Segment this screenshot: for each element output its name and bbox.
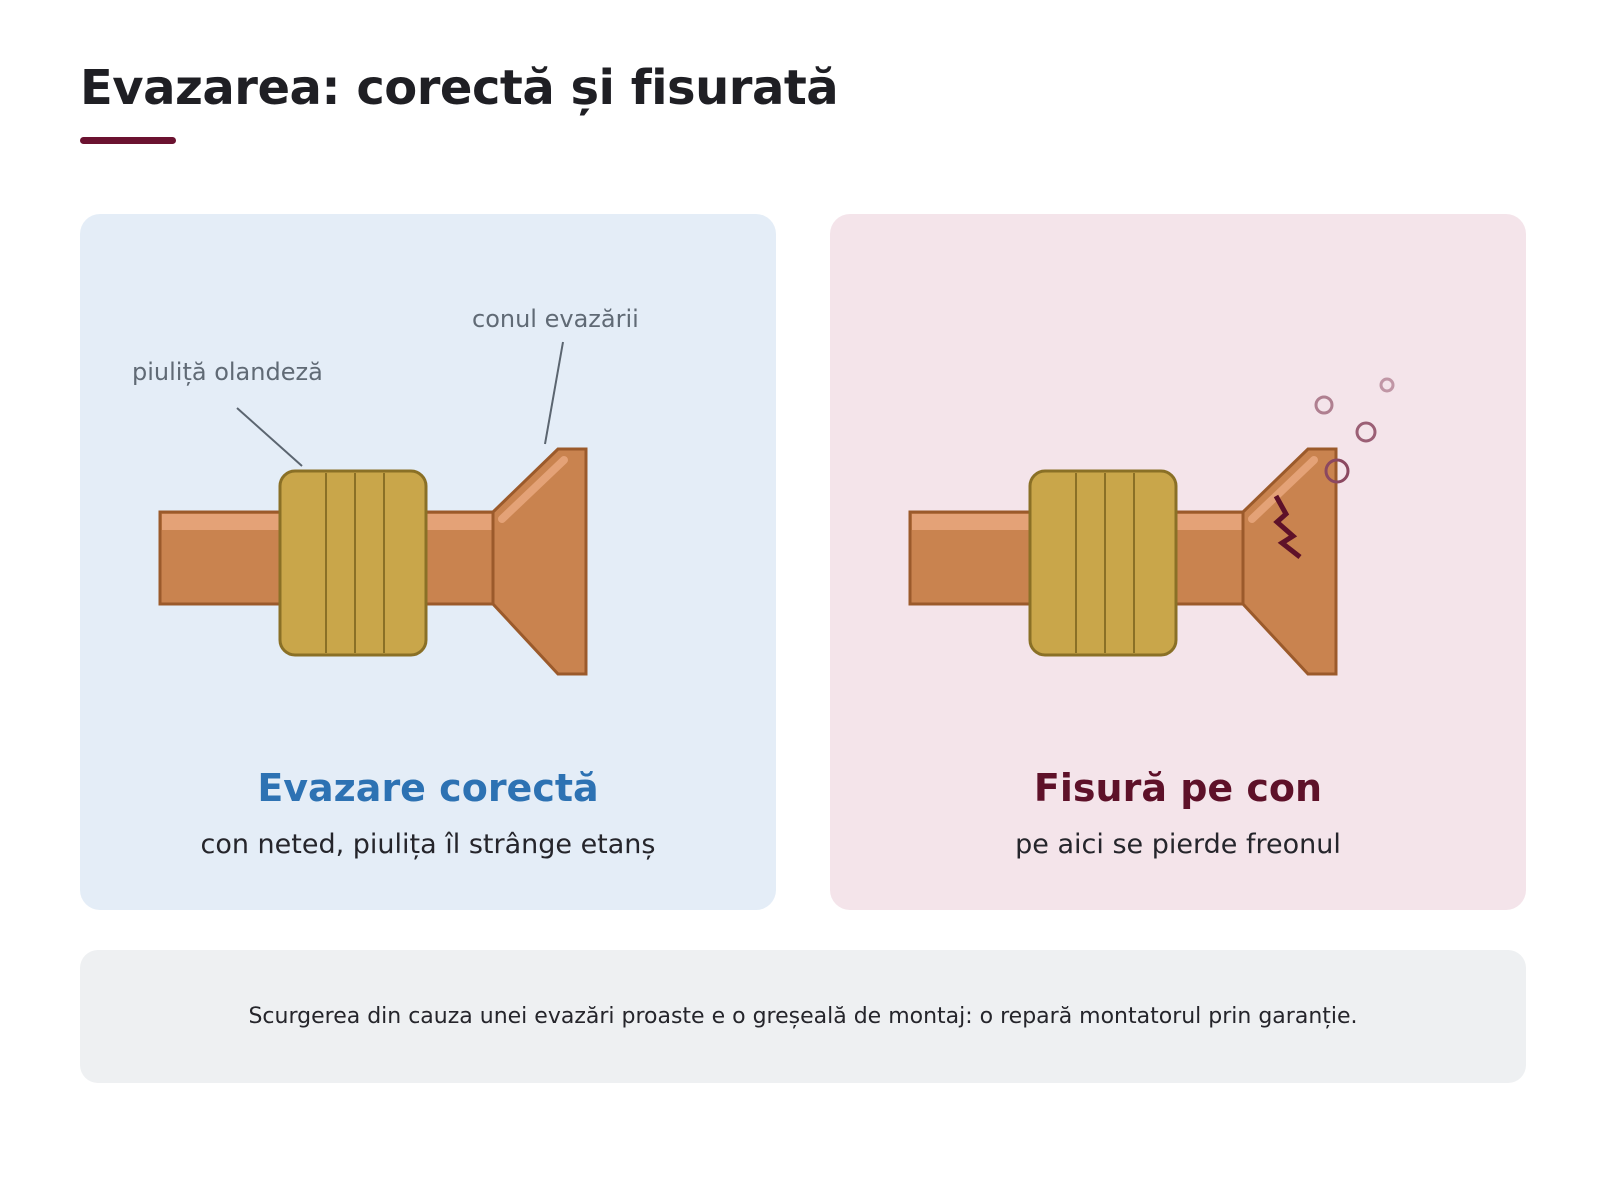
note-text: Scurgerea din cauza unei evazări proaste…: [248, 1004, 1358, 1029]
cone-highlight: [498, 456, 568, 523]
panel-cracked-flare: Fisură pe con pe aici se pierde freonul: [830, 214, 1526, 910]
correct-flare-illustration: piuliță olandeză conul evazării: [132, 305, 639, 676]
flare-nut: [1028, 469, 1178, 657]
page-title: Evazarea: corectă și fisurată: [80, 60, 839, 116]
panel-correct-flare: piuliță olandeză conul evazării Evazare …: [80, 214, 776, 910]
crack-mark: [1273, 494, 1302, 559]
flare-fitting: [158, 447, 588, 676]
leak-bubble: [1314, 395, 1334, 415]
flare-fitting: [908, 447, 1338, 676]
callout-label-cone: conul evazării: [472, 305, 639, 333]
callout-label-nut: piuliță olandeză: [132, 358, 323, 386]
pipe-highlight-middle: [425, 514, 493, 530]
panel-heading-cracked: Fisură pe con: [1033, 766, 1323, 810]
cone-highlight: [1248, 456, 1318, 523]
note-box: Scurgerea din cauza unei evazări proaste…: [80, 950, 1526, 1083]
callout-line-nut: [236, 407, 303, 467]
leak-bubble: [1324, 458, 1350, 484]
title-underline: [80, 137, 176, 144]
callout-line-cone: [544, 341, 564, 445]
flare-nut: [278, 469, 428, 657]
pipe-highlight-middle: [1175, 514, 1243, 530]
leak-bubble: [1379, 377, 1395, 393]
leak-bubble: [1355, 421, 1377, 443]
panel-caption-correct: con neted, piulița îl strânge etanș: [200, 829, 656, 860]
panel-heading-correct: Evazare corectă: [257, 766, 599, 810]
pipe-highlight-left: [162, 514, 286, 530]
pipe-highlight-left: [912, 514, 1036, 530]
cracked-flare-illustration: [908, 377, 1395, 676]
panel-caption-cracked: pe aici se pierde freonul: [1015, 829, 1341, 860]
